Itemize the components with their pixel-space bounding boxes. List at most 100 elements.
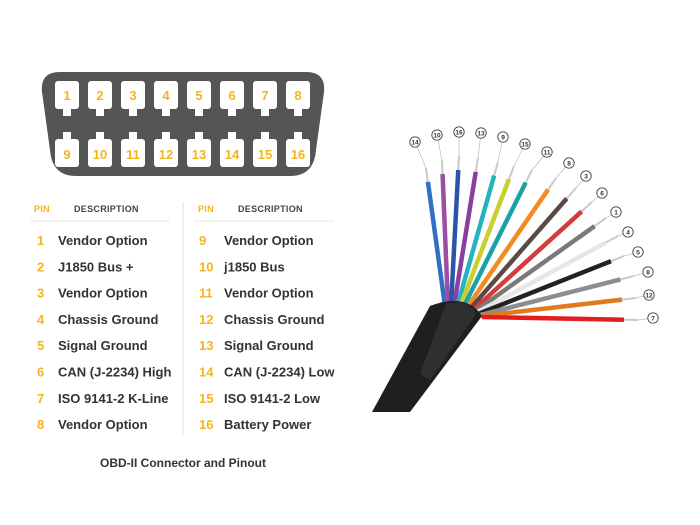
pin-tab (195, 132, 203, 139)
callout-circle (580, 170, 592, 182)
callout-circle (409, 136, 421, 148)
connector-pin-number: 9 (63, 147, 70, 162)
pin-slot (286, 139, 310, 167)
wire-3 (467, 187, 577, 312)
wire-number: 13 (477, 130, 485, 137)
row-pin-number: 7 (37, 391, 44, 406)
pin-tab (63, 109, 71, 116)
pin-tab (195, 109, 203, 116)
row-pin-number: 13 (199, 338, 213, 353)
pin-tab (162, 109, 170, 116)
wire-13 (451, 157, 479, 307)
row-pin-number: 9 (199, 233, 206, 248)
wire-8 (464, 177, 557, 311)
row-pin-description: ISO 9141-2 Low (224, 391, 321, 406)
row-pin-number: 11 (199, 286, 213, 301)
connector-pin-number: 16 (291, 147, 305, 162)
connector-pin-number: 11 (126, 147, 140, 162)
wire-callout: 7 (637, 312, 659, 324)
row-pin-description: CAN (J-2234) High (58, 365, 171, 380)
connector-pin-number: 2 (96, 88, 103, 103)
wire-callout: 6 (591, 187, 608, 203)
connector-pin-10: 10 (88, 132, 112, 167)
wire-insulation (425, 181, 448, 307)
row-pin-description: Signal Ground (58, 338, 148, 353)
callout-circle (647, 312, 659, 324)
row-pin-description: Vendor Option (224, 233, 314, 248)
connector-pin-7: 7 (253, 81, 277, 116)
pin-tab (129, 132, 137, 139)
row-pin-number: 2 (37, 259, 44, 274)
wire-9 (454, 161, 499, 308)
pin-slot (253, 81, 277, 109)
connector-pin-number: 8 (294, 88, 301, 103)
callout-circle (541, 146, 553, 158)
connector-pin-number: 6 (228, 88, 235, 103)
wire-number: 4 (626, 229, 630, 236)
connector-pin-number: 4 (162, 88, 170, 103)
pin-tab (96, 132, 104, 139)
row-pin-description: CAN (J-2234) Low (224, 365, 335, 380)
wire-callout: 14 (409, 136, 427, 169)
wire-conductor (474, 157, 479, 172)
wire-number: 15 (521, 141, 529, 148)
wire-insulation (460, 181, 528, 310)
pin-slot (154, 139, 178, 167)
connector-housing (41, 72, 325, 176)
wire-number: 14 (411, 139, 419, 146)
row-pin-description: Vendor Option (58, 417, 148, 432)
connector-pin-12: 12 (154, 132, 178, 167)
row-pin-description: J1850 Bus + (58, 259, 134, 274)
wire-number: 3 (584, 173, 588, 180)
pin-slot (154, 81, 178, 109)
pin-row: 8 Vendor Option (37, 417, 148, 432)
wire-conductor (493, 161, 499, 176)
connector-pin-8: 8 (286, 81, 310, 116)
connector-pin-1: 1 (55, 81, 79, 116)
wire-callout: 8 (555, 157, 575, 179)
connector-pin-14: 14 (220, 132, 244, 167)
wire-15 (457, 165, 515, 308)
wire-callout: 12 (635, 289, 655, 301)
wire-16 (448, 155, 461, 307)
wire-callout: 8 (633, 266, 654, 278)
wire-number: 1 (614, 209, 618, 216)
connector-pin-number: 14 (225, 147, 240, 162)
wire-8 (479, 275, 635, 318)
pin-tab (294, 132, 302, 139)
pin-row: 2 J1850 Bus + (37, 259, 134, 274)
wire-5 (477, 255, 625, 317)
wire-conductor (547, 177, 557, 191)
pin-tab (129, 109, 137, 116)
connector-pin-number: 10 (93, 147, 107, 162)
pin-slot (55, 81, 79, 109)
wire-callout: 1 (605, 206, 622, 219)
pin-tab (162, 132, 170, 139)
pin-slot (187, 139, 211, 167)
pin-slot (220, 81, 244, 109)
connector-pin-number: 1 (63, 88, 70, 103)
pin-row: 9 Vendor Option (199, 233, 314, 248)
wire-number: 7 (651, 315, 655, 322)
connector-pin-9: 9 (55, 132, 79, 167)
row-pin-number: 14 (199, 365, 214, 380)
wire-insulation (454, 174, 497, 308)
wire-10 (440, 159, 451, 307)
row-pin-number: 8 (37, 417, 44, 432)
callout-circle (632, 246, 644, 258)
callout-circle (519, 138, 531, 150)
pin-tab (294, 109, 302, 116)
wire-conductor (524, 169, 533, 183)
wire-conductor (566, 187, 577, 200)
